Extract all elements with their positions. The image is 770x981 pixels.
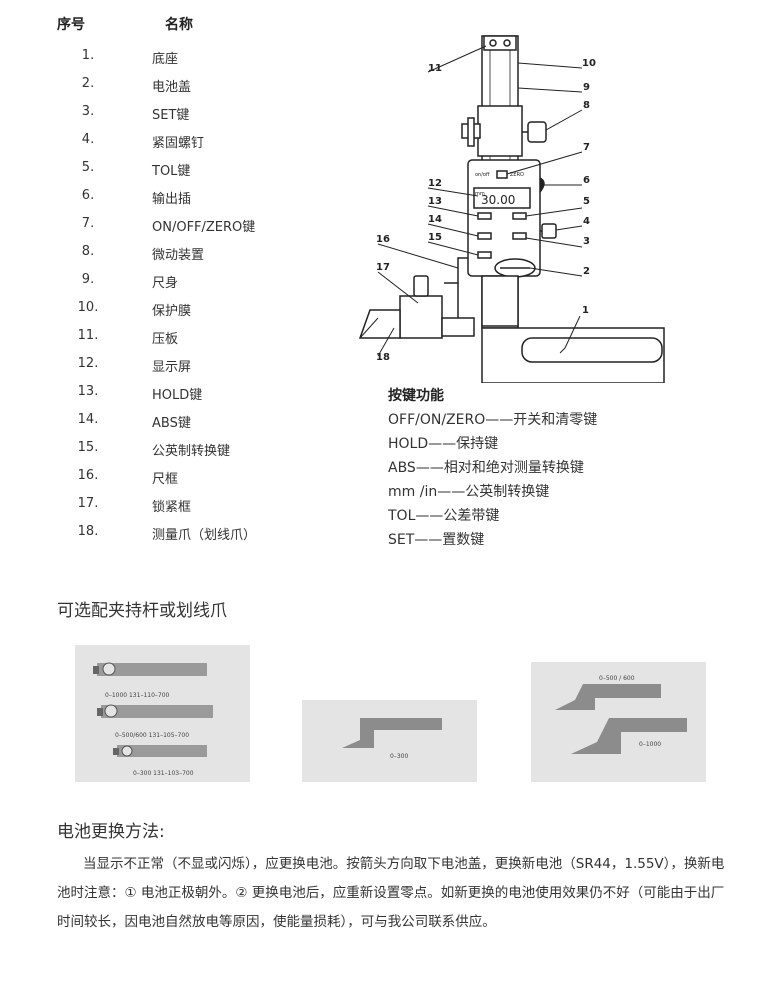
callout-12: 12 [428,178,442,189]
fine-adjust-block [477,105,523,157]
part-number: 14. [77,412,99,427]
part-name: 保护膜 [152,304,192,319]
key-function-line: TOL——公差带键 [388,508,500,524]
callout-8: 8 [583,100,590,111]
part-number: 6. [81,188,95,203]
part-number: 15. [77,440,99,455]
callout-18: 18 [376,352,390,363]
key-function-line: SET——置数键 [388,532,485,548]
callout-5: 5 [583,196,590,207]
callout-lines [377,45,583,357]
part-number: 4. [81,132,95,147]
part-number: 7. [81,216,95,231]
scriber-label-300: 0–300 [390,753,408,760]
callout-16: 16 [376,234,390,245]
part-number: 16. [77,468,99,483]
rod-label-500: 0–500/600 131–105–700 [115,732,189,739]
photo-scriber-300: 0–300 [302,700,477,782]
callout-2: 2 [583,266,590,277]
rod-label-300: 0–300 131–103–700 [133,770,194,777]
button-label-onoff: on/off [475,172,490,178]
lcd-display [473,187,531,209]
part-name: 压板 [152,332,179,347]
battery-paragraph: 当显示不正常（不显或闪烁），应更换电池。按箭头方向取下电池盖，更换新电池（SR4… [57,850,725,937]
part-name: 尺框 [152,472,179,487]
key-functions-title: 按键功能 [388,388,444,404]
part-number: 1. [81,48,95,63]
height-gauge-diagram: 30.00 mm on/off ZERO 1 2 3 4 5 6 7 8 9 1… [350,28,680,384]
key-function-line: ABS——相对和绝对测量转换键 [388,460,584,476]
key-function-line: HOLD——保持键 [388,436,499,452]
button-label-zero: ZERO [510,172,524,178]
callout-3: 3 [583,236,590,247]
part-name: 测量爪（划线爪） [152,528,257,543]
part-name: 尺身 [152,276,179,291]
callout-4: 4 [583,216,590,227]
part-name: 微动装置 [152,248,205,263]
callout-17: 17 [376,262,390,273]
callout-15: 15 [428,232,442,243]
part-name: ON/OFF/ZERO键 [152,220,256,235]
key-function-line: OFF/ON/ZERO——开关和清零键 [388,412,598,428]
parts-header-num: 序号 [57,17,85,33]
part-number: 12. [77,356,99,371]
callout-1: 1 [582,305,589,316]
part-name: 输出插 [152,192,192,207]
part-name: 锁紧框 [152,500,192,515]
rod-label-1000: 0–1000 131–110–700 [105,692,170,699]
part-number: 13. [77,384,99,399]
part-name: ABS键 [152,416,191,431]
part-name: 底座 [152,52,179,67]
callout-6: 6 [583,175,590,186]
part-number: 10. [77,300,99,315]
part-name: SET键 [152,108,190,123]
scriber-label-1000: 0–1000 [639,741,661,748]
callout-9: 9 [583,82,590,93]
part-number: 17. [77,496,99,511]
parts-header-name: 名称 [165,17,193,33]
clamp-block [399,295,443,339]
callout-13: 13 [428,196,442,207]
callout-10: 10 [582,58,596,69]
diagram-svg: 30.00 mm on/off ZERO 1 2 3 4 5 6 7 8 9 1… [358,35,665,384]
battery-section-title: 电池更换方法: [57,822,165,842]
part-name: 电池盖 [152,80,192,95]
photo-scriber-300-svg: 0–300 [342,718,442,760]
part-number: 2. [81,76,95,91]
part-name: 显示屏 [152,360,192,375]
part-name: 紧固螺钉 [152,136,205,151]
battery-paragraph-text: 当显示不正常（不显或闪烁），应更换电池。按箭头方向取下电池盖，更换新电池（SR4… [57,856,725,930]
callout-11: 11 [428,63,442,74]
part-name: 公英制转换键 [152,444,231,459]
lcd-unit: mm [475,191,485,197]
photo-scribers-large: 0–500 / 600 0–1000 [531,662,706,782]
part-number: 18. [77,524,99,539]
callout-7: 7 [583,142,590,153]
part-number: 5. [81,160,95,175]
photo-holder-rods-svg: 0–1000 131–110–700 0–500/600 131–105–700… [93,662,213,777]
photo-holder-rods: 0–1000 131–110–700 0–500/600 131–105–700… [75,645,250,782]
callout-14: 14 [428,214,442,225]
scriber-label-500: 0–500 / 600 [599,675,635,682]
lcd-value: 30.00 [481,193,515,207]
photo-scribers-large-svg: 0–500 / 600 0–1000 [555,675,687,754]
part-name: HOLD键 [152,388,203,403]
key-function-line: mm /in——公英制转换键 [388,484,550,500]
part-number: 9. [81,272,95,287]
part-number: 8. [81,244,95,259]
part-number: 3. [81,104,95,119]
part-name: TOL键 [152,164,191,179]
part-number: 11. [77,328,99,343]
optional-section-title: 可选配夹持杆或划线爪 [57,601,227,621]
